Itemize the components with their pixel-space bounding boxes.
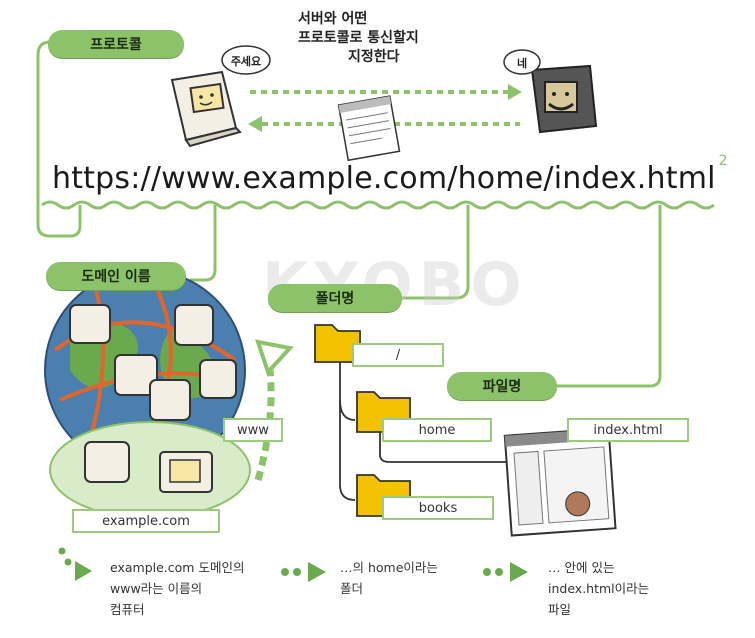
folder-icon: [314, 324, 361, 363]
protocol-caption: 서버와 어떤 프로토콜로 통신할지 지정한다: [298, 10, 419, 67]
protocol-label: 프로토콜: [48, 30, 184, 58]
legend-file: … 안에 있는 index.html이라는 파일: [548, 557, 649, 620]
url-underline: [41, 200, 715, 210]
legend-arrow-1: [58, 547, 92, 581]
caption-line: 서버와 어떤: [298, 11, 368, 27]
caption-line: 프로토콜로 통신할지: [298, 30, 419, 46]
legend-line: 폴더: [340, 581, 364, 596]
url-string: https://www.example.com/home/index.html: [52, 161, 716, 196]
server-icon: [530, 64, 598, 134]
connector-lines: [36, 40, 662, 388]
dotted-arrow-head: [255, 339, 294, 376]
folder-label: 폴더명: [268, 284, 402, 312]
legend-folder: …의 home이라는 폴더: [340, 557, 438, 599]
client-computer-icon: [170, 70, 242, 148]
domain-ellipse: [49, 421, 251, 519]
server-speech: 네: [516, 57, 528, 70]
globe-computers: [69, 304, 237, 421]
books-folder-box: books: [382, 496, 494, 520]
folder-tree: [339, 350, 510, 501]
request-arrow: [250, 84, 522, 100]
example-domain-box: example.com: [72, 509, 220, 533]
left-speech-bubble: [221, 45, 271, 75]
client-speech: 주세요: [230, 55, 262, 68]
legend-computer: example.com 도메인의 www라는 이름의 컴퓨터: [110, 557, 244, 620]
right-speech-bubble: [503, 49, 541, 75]
domain-computers: [84, 441, 213, 493]
www-box: www: [223, 418, 283, 442]
legend-arrow-2: [281, 562, 326, 582]
webpage-icon: [503, 427, 617, 537]
folder-connector: [400, 205, 470, 300]
legend-line: 컴퓨터: [110, 602, 145, 617]
caption-line: 지정한다: [348, 49, 400, 65]
legend-line: …의 home이라는: [340, 560, 438, 575]
domain-label: 도메인 이름: [46, 262, 186, 290]
domain-connector: [190, 205, 217, 282]
legend-line: 파일: [548, 602, 572, 617]
document-icon: [337, 95, 401, 162]
response-arrow: [248, 116, 520, 132]
home-folder-box: home: [382, 418, 492, 442]
url-superscript: 2: [718, 153, 728, 169]
protocol-connector: [36, 40, 82, 238]
index-file-box: index.html: [567, 418, 689, 442]
legend-line: … 안에 있는: [548, 560, 615, 575]
file-connector: [555, 205, 662, 388]
file-label: 파일명: [447, 372, 557, 400]
root-folder-box: /: [352, 343, 444, 367]
legend-line: example.com 도메인의: [110, 560, 245, 575]
legend-line: www라는 이름의: [110, 581, 203, 596]
legend-line: index.html이라는: [548, 581, 650, 596]
legend-arrow-3: [483, 562, 528, 582]
